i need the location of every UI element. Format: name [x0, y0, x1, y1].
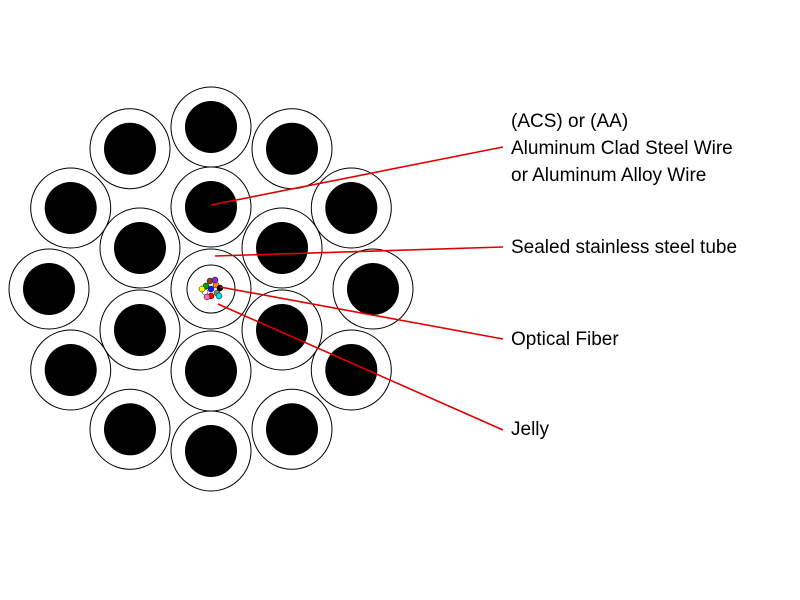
optical-fiber — [198, 285, 206, 293]
outer-wire — [170, 410, 252, 492]
optical-fiber — [215, 292, 223, 300]
tube-leader-line — [214, 246, 504, 257]
outer-wire — [310, 167, 392, 249]
outer-wire-layer — [8, 86, 414, 492]
inner-wire-layer — [99, 166, 323, 412]
wire-core — [256, 222, 309, 274]
fiber-leader-line — [219, 286, 504, 340]
wire-core — [44, 344, 97, 396]
outer-wire — [89, 108, 171, 190]
wire-core — [104, 403, 156, 456]
leader-lines — [210, 146, 504, 431]
outer-wire — [251, 108, 333, 190]
wire-core — [23, 263, 75, 315]
wire-core — [113, 304, 166, 356]
optical-fiber-label: Optical Fiber — [511, 329, 619, 350]
wire-core — [113, 222, 166, 274]
outer-wire — [332, 248, 414, 330]
wire-core — [185, 425, 237, 477]
optical-fiber — [207, 285, 215, 293]
outer-wire — [310, 329, 392, 411]
outer-wire — [8, 248, 90, 330]
wire-core — [185, 181, 237, 233]
inner-wire — [99, 289, 181, 371]
wire-core — [185, 101, 237, 153]
inner-wire — [241, 289, 323, 371]
inner-wire — [241, 207, 323, 289]
optical-fiber — [203, 293, 211, 301]
outer-wire — [30, 329, 112, 411]
outer-wire — [251, 388, 333, 470]
jelly-label: Jelly — [511, 419, 550, 440]
inner-wire — [99, 207, 181, 289]
outer-wire — [30, 167, 112, 249]
tube-label: Sealed stainless steel tube — [511, 237, 738, 258]
outer-wire — [170, 86, 252, 168]
wire-leader-line — [210, 146, 504, 206]
wire-core — [325, 344, 378, 396]
inner-wire — [170, 330, 252, 412]
wire-label-line-2: Aluminum Clad Steel Wire — [511, 138, 733, 159]
wire-core — [325, 182, 378, 234]
wire-core — [104, 122, 156, 175]
optical-fiber-bundle — [198, 276, 224, 301]
jelly-leader-line — [217, 303, 504, 431]
wire-core — [347, 263, 399, 315]
wire-label-line-3: or Aluminum Alloy Wire — [511, 165, 707, 186]
wire-core — [44, 182, 97, 234]
outer-wire — [89, 388, 171, 470]
wire-core — [185, 345, 237, 397]
wire-core — [266, 403, 318, 456]
optical-fiber — [211, 276, 219, 284]
inner-wire — [170, 166, 252, 248]
wire-core — [266, 122, 318, 175]
wire-label-line-1: (ACS) or (AA) — [511, 111, 629, 132]
wire-core — [256, 304, 309, 356]
